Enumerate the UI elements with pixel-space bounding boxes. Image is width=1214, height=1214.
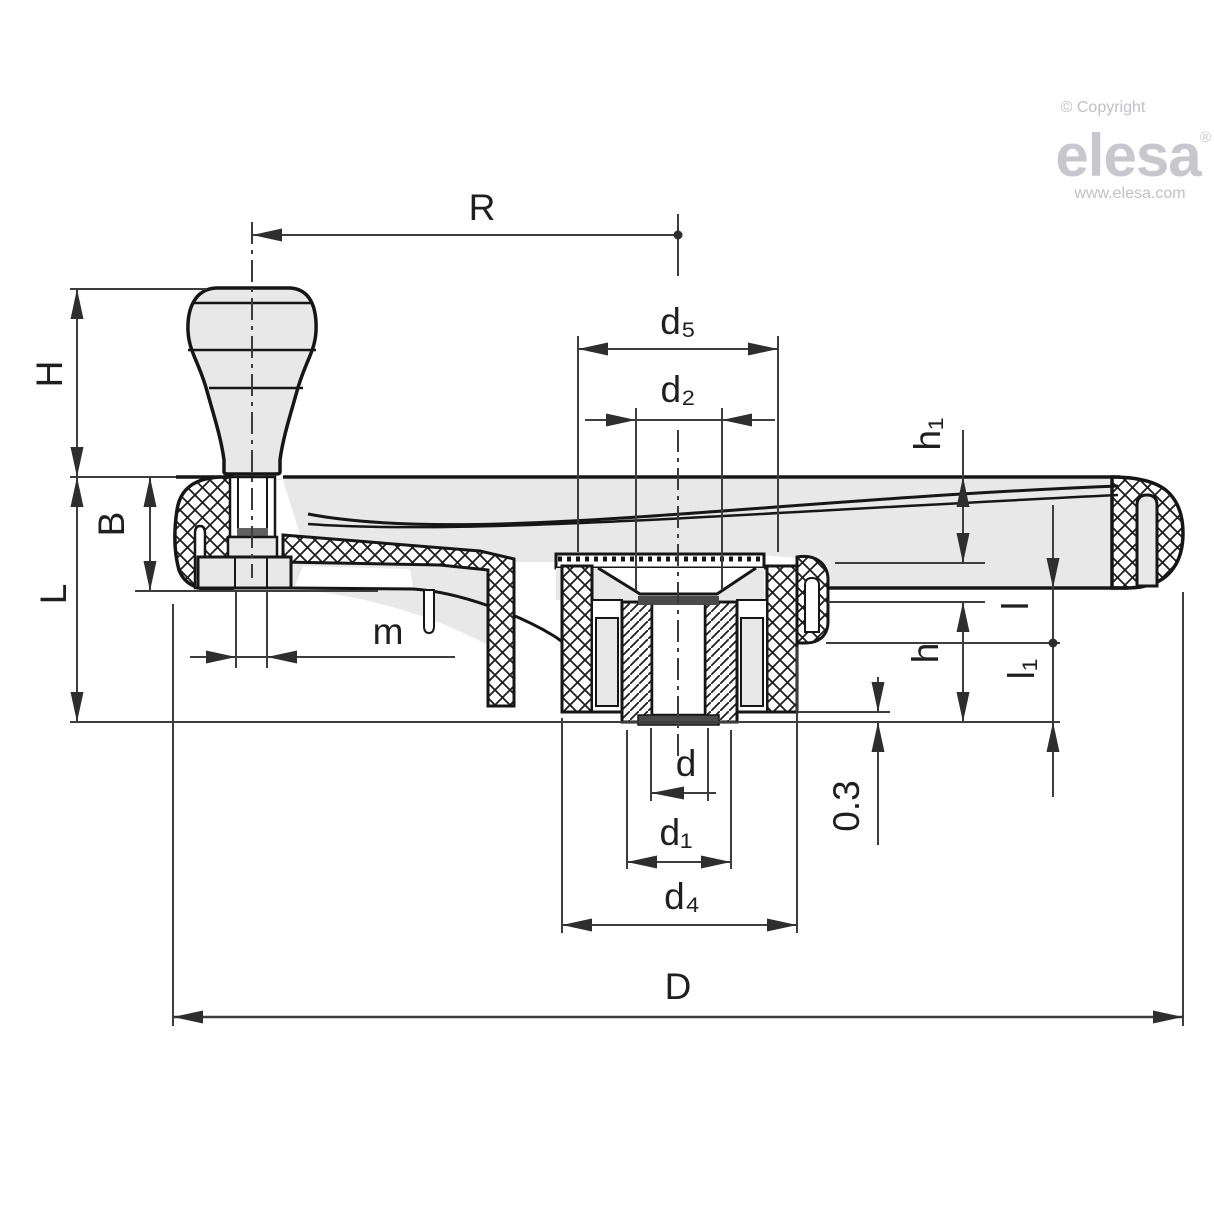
bushing-wall-right	[703, 600, 739, 724]
label-R: R	[469, 187, 496, 228]
label-d1: d₁	[659, 812, 692, 853]
rim-sections	[173, 475, 1185, 651]
label-d2: d₂	[661, 369, 696, 410]
centerlines	[251, 222, 679, 758]
hub-section	[554, 552, 830, 726]
label-h1: h₁	[907, 417, 948, 450]
spoke-section	[281, 533, 516, 708]
arrow-L-top	[70, 477, 84, 507]
arrow-h-top	[956, 602, 970, 632]
web-opening	[295, 566, 413, 587]
arrow-D-left	[173, 1010, 203, 1024]
arrow-h1-top	[956, 477, 970, 507]
dot-R	[673, 230, 683, 240]
face-arc-upper	[307, 484, 1119, 527]
arrow-d2-right	[722, 413, 752, 427]
arrow-H-top	[70, 289, 84, 319]
label-d4: d₄	[664, 876, 700, 917]
arrow-R	[252, 228, 282, 242]
arrow-h-bottom	[956, 692, 970, 722]
arrow-L-bottom	[70, 692, 84, 722]
label-H: H	[29, 361, 70, 388]
arrow-offset-top	[871, 682, 885, 712]
arrow-d1-left	[627, 855, 657, 869]
dimension-labels: R d₅ d₂ H B L m h₁ l h l₁ 0.3 d d₁ d₄ D	[29, 187, 1042, 1007]
arrow-d5-left	[578, 342, 608, 356]
label-D: D	[665, 966, 692, 1007]
arrow-d	[651, 786, 684, 800]
right-rim-cap-slot	[1135, 493, 1159, 588]
arrow-l	[1046, 558, 1060, 588]
label-d5: d₅	[660, 301, 695, 342]
arrow-B-bottom	[143, 561, 157, 591]
registered-mark: ®	[1200, 129, 1211, 146]
label-l: l	[995, 602, 1036, 610]
label-B: B	[91, 512, 132, 537]
arrow-m-right	[267, 650, 297, 664]
arrow-B-top	[143, 477, 157, 507]
arrow-d2-left	[606, 413, 636, 427]
hub-hook-slot	[804, 576, 820, 633]
label-d: d	[676, 743, 697, 784]
hub-wall-right	[765, 564, 799, 714]
arrow-d4-right	[767, 918, 797, 932]
spoke-hub-gap	[516, 566, 560, 712]
bushing-wall-left	[620, 600, 654, 724]
dot-l	[1048, 638, 1058, 648]
copyright-text: © Copyright	[1061, 99, 1146, 116]
web-vent-slot	[423, 589, 435, 635]
arrow-d5-right	[748, 342, 778, 356]
elesa-website: www.elesa.com	[1073, 185, 1185, 202]
arrow-D-right	[1153, 1010, 1183, 1024]
hub-col-right-core	[740, 617, 764, 707]
hub-shoulder	[556, 568, 764, 600]
hub-wall-left	[560, 564, 594, 714]
arrow-d4-left	[562, 918, 592, 932]
label-l1: l₁	[1001, 659, 1042, 680]
arrow-l1	[1046, 722, 1060, 752]
label-offset: 0.3	[826, 780, 867, 831]
arrow-d1-right	[701, 855, 731, 869]
label-m: m	[373, 611, 404, 652]
elesa-logo: elesa	[1055, 122, 1202, 189]
hub-col-left-core	[595, 617, 619, 707]
label-h: h	[905, 643, 946, 664]
arrow-H-bottom	[70, 447, 84, 477]
arrow-h1-bottom	[956, 533, 970, 563]
spoke-hatched	[281, 533, 516, 708]
elesa-watermark: © Copyright elesa ® www.elesa.com	[1055, 99, 1211, 202]
label-L: L	[33, 584, 74, 605]
dimension-arrows	[70, 228, 1183, 1024]
arrow-m-left	[206, 650, 236, 664]
boss-flange	[196, 555, 293, 590]
arrow-offset-bottom	[871, 722, 885, 752]
